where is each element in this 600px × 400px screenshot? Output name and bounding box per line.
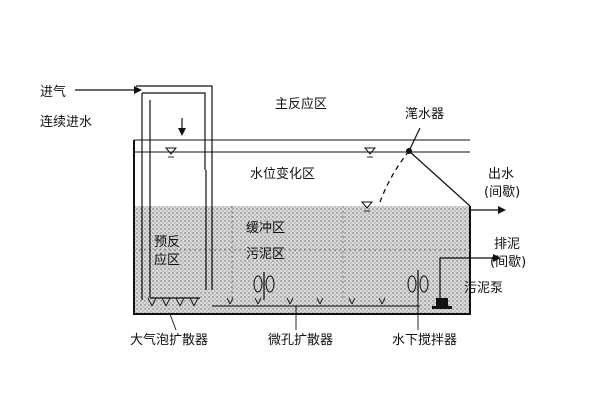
decanter-assembly — [379, 127, 506, 214]
partition-wall — [205, 170, 213, 290]
mixer-icon-1 — [253, 272, 275, 300]
sludge-pump-icon — [436, 298, 448, 308]
air-pipe-outer — [136, 85, 213, 170]
label-sludge-pump: 污泥泵 — [464, 281, 503, 296]
label-sludge-zone: 污泥区 — [246, 247, 285, 262]
label-coarse-diffuser: 大气泡扩散器 — [130, 332, 208, 348]
label-submersible-mixer: 水下搅拌器 — [392, 332, 457, 348]
tank-walls — [133, 140, 471, 315]
label-buffer-zone: 缓冲区 — [246, 221, 285, 236]
sludge-pump-assembly — [432, 254, 501, 309]
label-micro-diffuser: 微孔扩散器 — [268, 333, 333, 348]
label-sludge-discharge-note: (间歇) — [490, 255, 526, 270]
label-pre-reaction-2: 应区 — [154, 252, 180, 268]
label-outflow-note: (间歇) — [484, 185, 520, 200]
label-sludge-discharge: 排泥 — [494, 237, 520, 252]
mixer-icon-2 — [407, 270, 429, 300]
water-level-marks — [164, 147, 377, 212]
label-pre-reaction-1: 预反 — [154, 235, 180, 250]
air-inlet-arrowhead — [134, 86, 142, 94]
coarse-diffusers — [147, 297, 199, 307]
label-outflow: 出水 — [488, 167, 514, 182]
label-decanter: 滗水器 — [405, 107, 444, 122]
label-main-reaction-zone: 主反应区 — [275, 96, 327, 112]
label-air-inlet: 进气 — [40, 84, 66, 100]
label-water-level-zone: 水位变化区 — [250, 166, 315, 182]
air-pipe-inner — [142, 92, 206, 170]
inflow-arrowhead — [178, 128, 186, 136]
sludge-region — [134, 206, 470, 314]
label-continuous-inflow: 连续进水 — [40, 114, 92, 130]
micro-diffusers — [212, 297, 420, 307]
